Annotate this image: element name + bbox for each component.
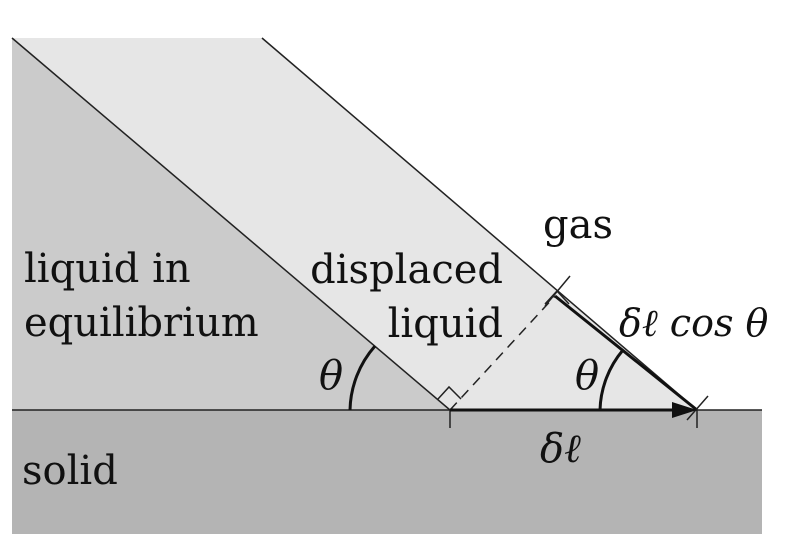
label-solid: solid (22, 448, 118, 494)
arrowhead (672, 402, 697, 418)
theta-arc-right (598, 349, 625, 411)
new-liquid-gas-interface (261, 37, 698, 411)
label-liquid-in: liquid in (24, 246, 191, 292)
displaced-liquid-region (12, 38, 697, 410)
dashed-perpendicular (449, 295, 556, 411)
label-gas: gas (543, 202, 613, 248)
label-liquid: liquid (388, 301, 503, 347)
tick-right-cross (686, 395, 709, 421)
tick-top-cross (544, 275, 571, 307)
old-liquid-gas-interface (11, 37, 451, 411)
delta-l-cos-theta-segment (554, 294, 698, 412)
solid-region (12, 410, 762, 534)
label-theta-left: θ (319, 353, 343, 399)
label-delta-l-cos-theta: δℓ cos θ (619, 301, 769, 345)
right-angle-marker-bottom (437, 385, 462, 400)
label-equilibrium: equilibrium (24, 300, 259, 346)
label-theta-right: θ (575, 353, 599, 399)
label-displaced: displaced (310, 247, 503, 293)
label-delta-l: δℓ (540, 426, 581, 472)
theta-arc-left (348, 345, 377, 411)
